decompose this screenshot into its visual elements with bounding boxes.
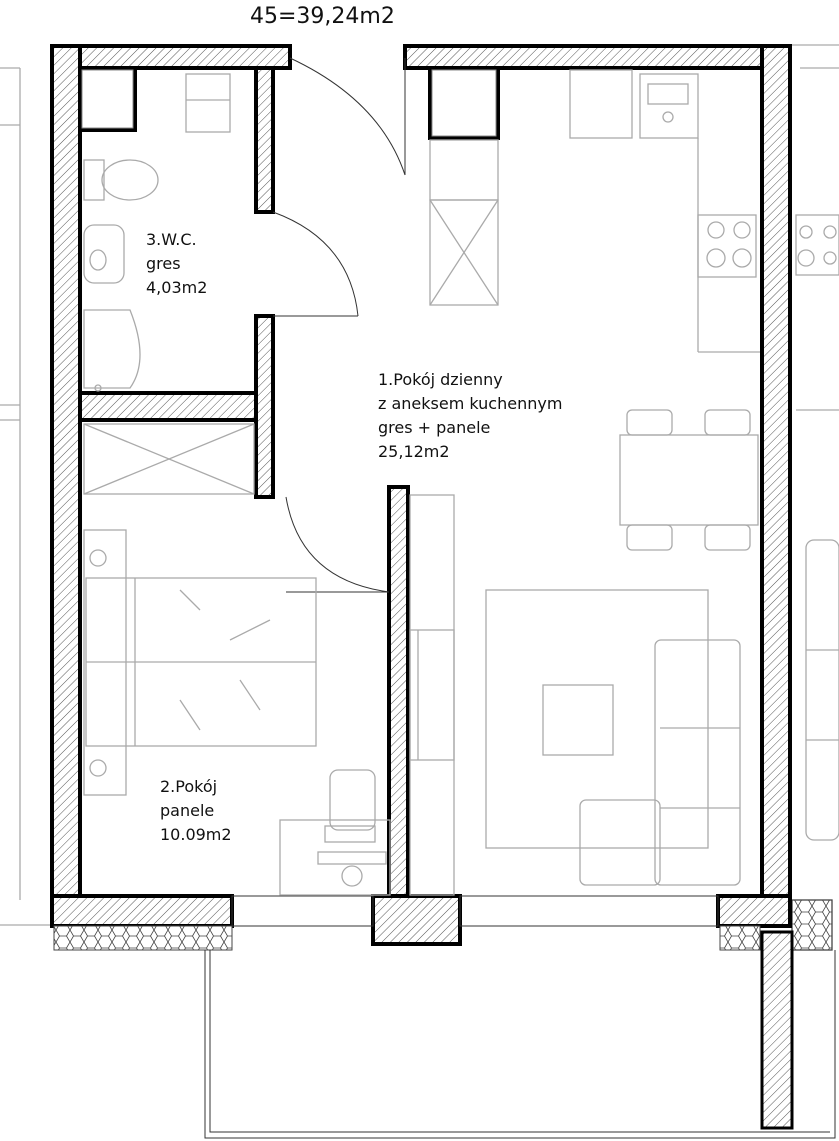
room-label-bedroom: 2.Pokój panele 10.09m2 [160, 775, 232, 847]
room-floor: gres + panele [378, 418, 491, 437]
room-name: 2.Pokój [160, 777, 218, 796]
room-name: 1.Pokój dzienny [378, 370, 503, 389]
neighbour-right [790, 44, 839, 951]
room-area: 10.09m2 [160, 825, 232, 844]
room-label-living: 1.Pokój dzienny z aneksem kuchennym gres… [378, 368, 562, 464]
room-floor: panele [160, 801, 215, 820]
plan-title: 45=39,24m2 [250, 4, 395, 29]
room-floor: gres [146, 254, 181, 273]
room-area: 4,03m2 [146, 278, 208, 297]
room-label-wc: 3.W.C. gres 4,03m2 [146, 228, 207, 300]
neighbour-left [0, 67, 50, 926]
room-area: 25,12m2 [378, 442, 450, 461]
room-name: 3.W.C. [146, 230, 197, 249]
room-subtitle: z aneksem kuchennym [378, 394, 563, 413]
balcony [204, 930, 836, 1139]
furniture [83, 69, 760, 896]
walls [50, 44, 792, 951]
doors [231, 57, 719, 927]
